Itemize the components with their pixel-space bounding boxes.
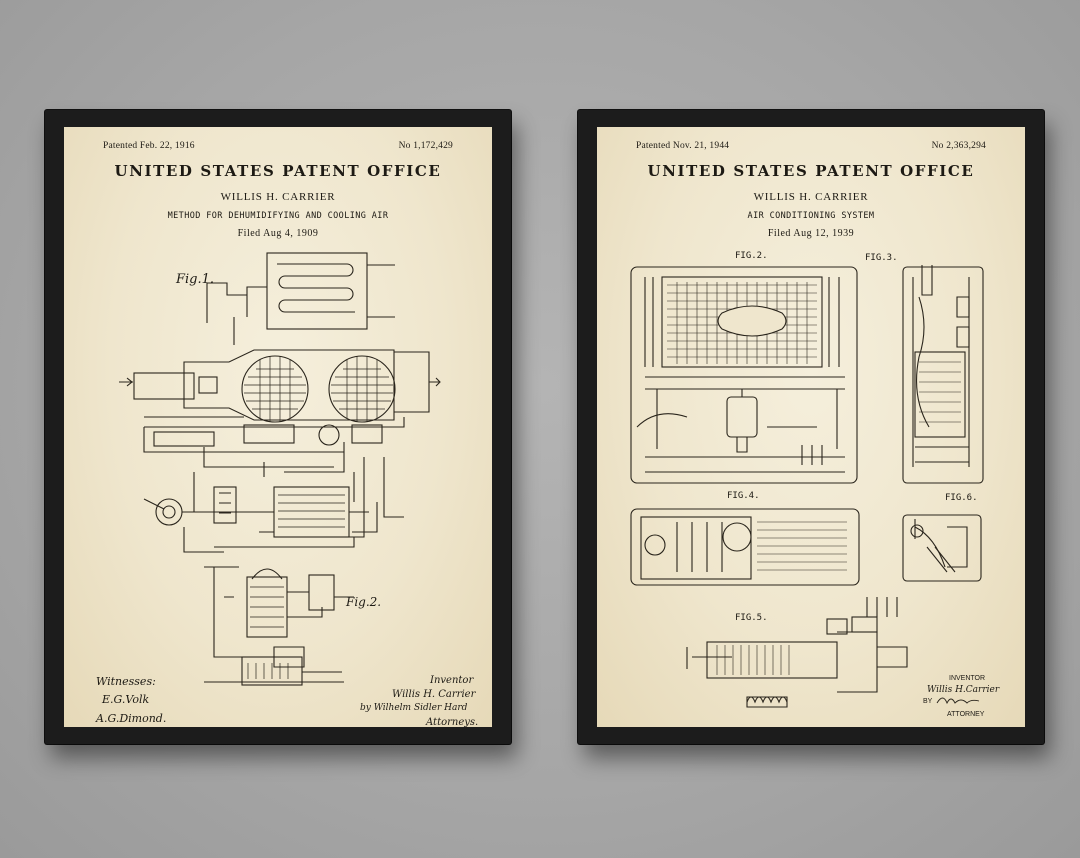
left-patent-date: Patented Feb. 22, 1916 (103, 141, 195, 151)
right-patent-office-title: UNITED STATES PATENT OFFICE (647, 162, 975, 180)
right-fig5-label: FIG.5. (735, 613, 768, 623)
right-patent-drawing (630, 265, 984, 708)
right-inventor-signature: Willis H.Carrier (927, 685, 1000, 695)
right-fig6-label: FIG.6. (945, 493, 978, 503)
right-poster-paper: Patented Nov. 21, 1944 No 2,363,294 UNIT… (597, 127, 1025, 727)
left-poster-frame: Patented Feb. 22, 1916 No 1,172,429 UNIT… (45, 110, 511, 744)
left-poster-paper: Patented Feb. 22, 1916 No 1,172,429 UNIT… (64, 127, 492, 727)
left-by-signature: by Wilhelm Sidler Hard (360, 703, 468, 713)
left-witnesses-label: Witnesses: (96, 675, 156, 688)
right-fig3-label: FIG.3. (865, 253, 898, 263)
left-fig2-label: Fig.2. (346, 595, 382, 609)
right-poster-frame: Patented Nov. 21, 1944 No 2,363,294 UNIT… (578, 110, 1044, 744)
left-witness-signature-2: A.G.Dimond. (96, 712, 167, 725)
right-fig2-label: FIG.2. (735, 251, 768, 261)
right-fig4-label: FIG.4. (727, 491, 760, 501)
left-inventor-signature: Willis H. Carrier (392, 689, 476, 700)
right-inventor-name: WILLIS H. CARRIER (753, 191, 869, 203)
right-filed-date: Filed Aug 12, 1939 (767, 228, 855, 239)
left-patent-subject: METHOD FOR DEHUMIDIFYING AND COOLING AIR (167, 211, 389, 221)
left-filed-date: Filed Aug 4, 1909 (237, 228, 319, 239)
right-attorney-signature (936, 697, 980, 705)
left-attorneys-label: Attorneys. (426, 717, 479, 727)
right-patent-subject: AIR CONDITIONING SYSTEM (747, 211, 875, 221)
right-patent-number: No 2,363,294 (931, 141, 986, 151)
right-attorney-label: ATTORNEY (947, 711, 985, 718)
left-patent-office-title: UNITED STATES PATENT OFFICE (114, 162, 442, 180)
left-inventor-name: WILLIS H. CARRIER (220, 191, 336, 203)
left-patent-number: No 1,172,429 (398, 141, 453, 151)
right-inventor-label: INVENTOR (949, 675, 986, 682)
left-inventor-label: Inventor (430, 675, 474, 686)
left-witness-signature-1: E.G.Volk (102, 693, 150, 706)
left-patent-drawing (119, 252, 441, 686)
left-fig1-label: Fig.1. (176, 272, 215, 287)
right-by-label: BY (923, 698, 933, 705)
right-patent-date: Patented Nov. 21, 1944 (636, 141, 730, 151)
